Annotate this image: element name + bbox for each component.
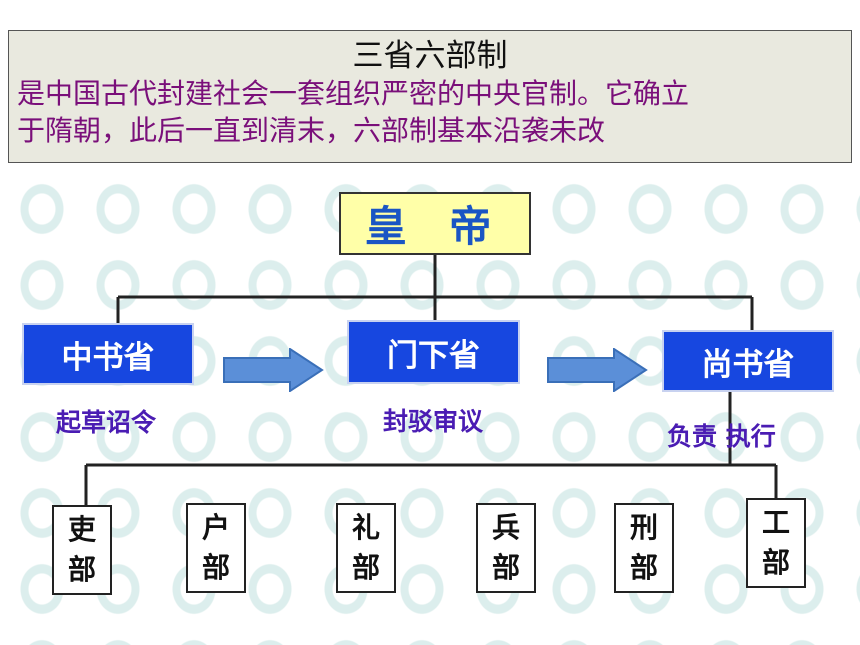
ministry-char: 部: [761, 546, 790, 579]
ministry-works-box: 工 部: [746, 498, 806, 588]
role-draft-edicts: 起草诏令: [56, 408, 157, 437]
description-line-1: 是中国古代封建社会一套组织严密的中央官制。它确立: [17, 77, 690, 110]
ministry-char: 户: [201, 511, 230, 544]
connector-lines: [84, 255, 778, 505]
ministry-char: 刑: [629, 511, 658, 544]
ministry-char: 部: [351, 551, 380, 584]
ministry-rites-box: 礼 部: [336, 503, 396, 593]
org-chart: 皇 帝 中书省 门下省 尚书省 起草诏令 封驳审议 负责 执行 吏 部 户 部 …: [0, 165, 860, 645]
ministry-justice-box: 刑 部: [614, 503, 674, 593]
ministry-char: 礼: [351, 511, 380, 544]
arrow-right-icon: [223, 348, 324, 392]
ministry-personnel-box: 吏 部: [52, 505, 112, 595]
ministry-char: 部: [67, 553, 96, 586]
ministry-char: 兵: [491, 511, 520, 544]
page-title: 三省六部制: [352, 38, 508, 74]
arrow-right-icon: [547, 348, 648, 392]
zhongshu-province-box: 中书省: [22, 323, 194, 385]
header-panel: 三省六部制 是中国古代封建社会一套组织严密的中央官制。它确立 于隋朝，此后一直到…: [8, 30, 852, 163]
description-line-2: 于隋朝，此后一直到清末，六部制基本沿袭未改: [17, 114, 606, 147]
shangshu-province-box: 尚书省: [662, 330, 834, 392]
emperor-box: 皇 帝: [339, 192, 531, 255]
ministry-war-box: 兵 部: [476, 503, 536, 593]
ministry-char: 部: [201, 551, 230, 584]
ministry-char: 工: [761, 506, 790, 539]
menxia-province-box: 门下省: [347, 320, 520, 384]
ministry-char: 部: [491, 551, 520, 584]
role-review: 封驳审议: [383, 407, 484, 436]
ministry-revenue-box: 户 部: [186, 503, 246, 593]
role-execute: 负责 执行: [667, 422, 776, 451]
ministry-char: 吏: [67, 513, 96, 546]
ministry-char: 部: [629, 551, 658, 584]
